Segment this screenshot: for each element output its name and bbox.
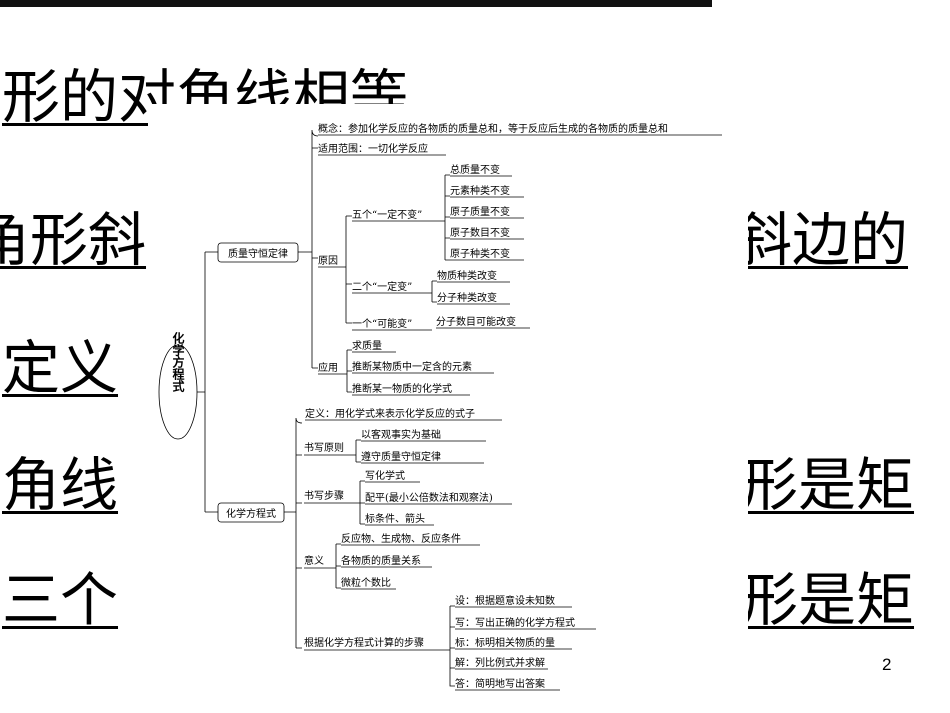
one-item: 分子数目可能改变 bbox=[436, 315, 516, 328]
calc-item-5: 答：简明地写出答案 bbox=[455, 677, 545, 690]
five-item-3: 原子质量不变 bbox=[450, 205, 510, 218]
use-label: 应用 bbox=[318, 361, 338, 374]
branch-mass-conservation bbox=[217, 242, 299, 263]
branch-equation-label: 化学方程式 bbox=[226, 507, 276, 520]
five-item-5: 原子种类不变 bbox=[450, 247, 510, 260]
use-item-1: 求质量 bbox=[352, 340, 382, 352]
principle-item-2: 遵守质量守恒定律 bbox=[361, 450, 441, 463]
concept-text: 概念：参加化学反应的各物质的质量总和，等于反应后生成的各物质的质量总和 bbox=[318, 122, 668, 135]
branch-mass-conservation-label: 质量守恒定律 bbox=[228, 247, 288, 260]
branch-equation bbox=[217, 502, 285, 523]
background-line-4: 定义 bbox=[2, 334, 119, 402]
background-line-2: 角形斜 bbox=[0, 206, 147, 274]
step-item-2: 配平(最小公倍数法和观察法) bbox=[365, 491, 493, 504]
calc-label: 根据化学方程式计算的步骤 bbox=[304, 636, 424, 649]
two-item-2: 分子种类改变 bbox=[437, 291, 497, 304]
reason-label: 原因 bbox=[318, 255, 338, 267]
scope-text: 适用范围：一切化学反应 bbox=[318, 142, 428, 155]
background-line-7: 三个 bbox=[2, 566, 119, 634]
five-item-4: 原子数目不变 bbox=[450, 226, 510, 239]
meaning-item-2: 各物质的质量关系 bbox=[341, 554, 421, 567]
step-item-3: 标条件、箭头 bbox=[365, 512, 425, 525]
use-item-3: 推断某一物质的化学式 bbox=[352, 382, 452, 395]
mindmap-panel-top bbox=[546, 96, 950, 112]
use-item-2: 推断某物质中一定含的元素 bbox=[352, 360, 472, 373]
meaning-label: 意义 bbox=[304, 554, 324, 567]
five-item-2: 元素种类不变 bbox=[450, 184, 510, 197]
five-invariants-label: 五个“一定不变” bbox=[352, 208, 422, 221]
two-item-1: 物质种类改变 bbox=[437, 269, 497, 282]
calc-item-2: 写：写出正确的化学方程式 bbox=[455, 616, 575, 629]
calc-item-4: 解：列比例式并求解 bbox=[455, 656, 545, 669]
background-line-5: 角线 bbox=[2, 451, 119, 519]
step-item-1: 写化学式 bbox=[365, 469, 405, 482]
page-number: 2 bbox=[882, 655, 892, 674]
steps-label: 书写步骤 bbox=[304, 490, 344, 502]
two-changes-label: 二个“一定变” bbox=[352, 280, 412, 293]
definition-text: 定义：用化学式来表示化学反应的式子 bbox=[305, 407, 475, 420]
top-bar bbox=[0, 0, 712, 7]
background-line-6: 形是矩 bbox=[740, 451, 915, 519]
background-line-8: 形是矩 bbox=[740, 566, 915, 634]
root-label: 化学方程式 bbox=[171, 331, 185, 393]
one-maybe-label: 一个“可能变” bbox=[352, 317, 412, 330]
meaning-item-1: 反应物、生成物、反应条件 bbox=[341, 532, 461, 545]
mindmap-panel bbox=[148, 104, 748, 696]
calc-item-1: 设：根据题意设未知数 bbox=[455, 594, 555, 607]
mindmap-panel-right bbox=[720, 112, 950, 158]
five-item-1: 总质量不变 bbox=[450, 163, 500, 176]
calc-item-3: 标：标明相关物质的量 bbox=[455, 636, 555, 649]
background-line-3: 斜边的 bbox=[734, 206, 909, 274]
meaning-item-3: 微粒个数比 bbox=[341, 576, 391, 589]
principles-label: 书写原则 bbox=[304, 441, 344, 454]
principle-item-1: 以客观事实为基础 bbox=[361, 428, 441, 441]
